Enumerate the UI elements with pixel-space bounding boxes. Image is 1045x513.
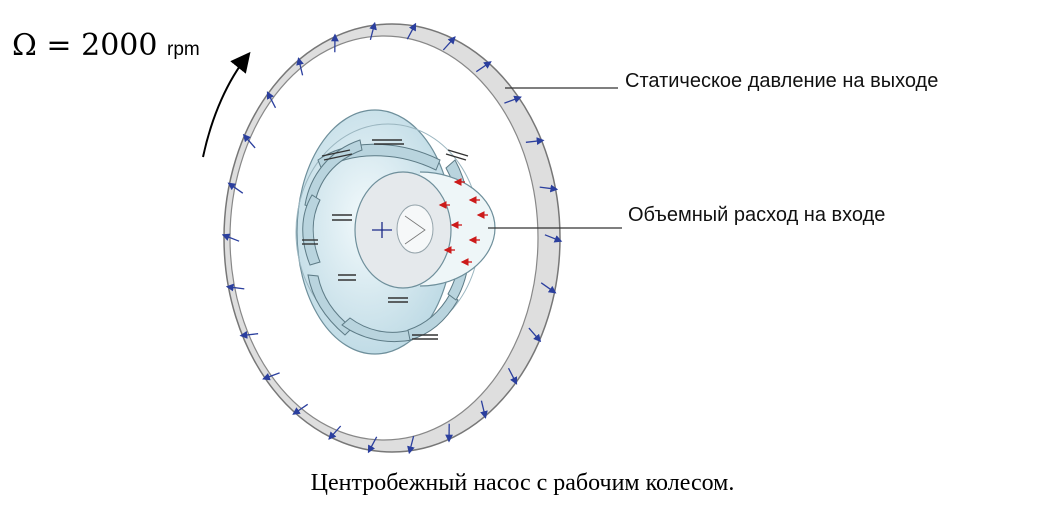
outlet-pressure-arrow [242, 133, 256, 149]
outlet-pressure-arrows [221, 21, 563, 455]
outlet-pressure-arrow [480, 400, 488, 419]
impeller [295, 109, 496, 355]
outlet-pressure-label: Статическое давление на выходе [625, 70, 939, 92]
rotation-arrow-icon [202, 51, 251, 158]
outlet-pressure-arrow [540, 282, 557, 294]
rotation-value: 2000 [81, 28, 158, 63]
outlet-pressure-arrow [367, 436, 378, 454]
omega-symbol: Ω [12, 28, 37, 63]
outlet-pressure-arrow [221, 233, 240, 242]
outlet-pressure-arrow [225, 283, 245, 292]
rotation-unit: rpm [167, 39, 200, 60]
rotation-speed: Ω = 2000 rpm [12, 28, 200, 63]
inlet-flow-label: Объемный расход на входе [628, 204, 886, 226]
outlet-pressure-arrow [239, 331, 259, 339]
outlet-pressure-arrow [406, 22, 417, 40]
outlet-pressure-arrow [292, 403, 309, 415]
outlet-pressure-arrow [328, 425, 342, 440]
figure-caption: Центробежный насос с рабочим колесом. [310, 470, 735, 496]
inlet-flow-arrows [438, 178, 488, 266]
outlet-pressure-arrow [227, 182, 244, 194]
outlet-pressure-arrow [507, 367, 518, 385]
outlet-pressure-arrow [475, 61, 492, 73]
outlet-pressure-arrow [262, 372, 280, 381]
outlet-pressure-arrow [266, 91, 277, 109]
outlet-pressure-arrow [369, 21, 377, 41]
outlet-pressure-arrow [296, 57, 304, 76]
outlet-pressure-arrow [504, 95, 522, 104]
outlet-pressure-arrow [544, 234, 563, 243]
outlet-pressure-arrow [442, 36, 456, 51]
outlet-pressure-arrow [528, 327, 542, 343]
outlet-pressure-arrow [525, 137, 545, 145]
equals-sign: = [46, 28, 72, 63]
outlet-pressure-arrow [407, 435, 415, 455]
outlet-pressure-arrow [539, 184, 559, 193]
